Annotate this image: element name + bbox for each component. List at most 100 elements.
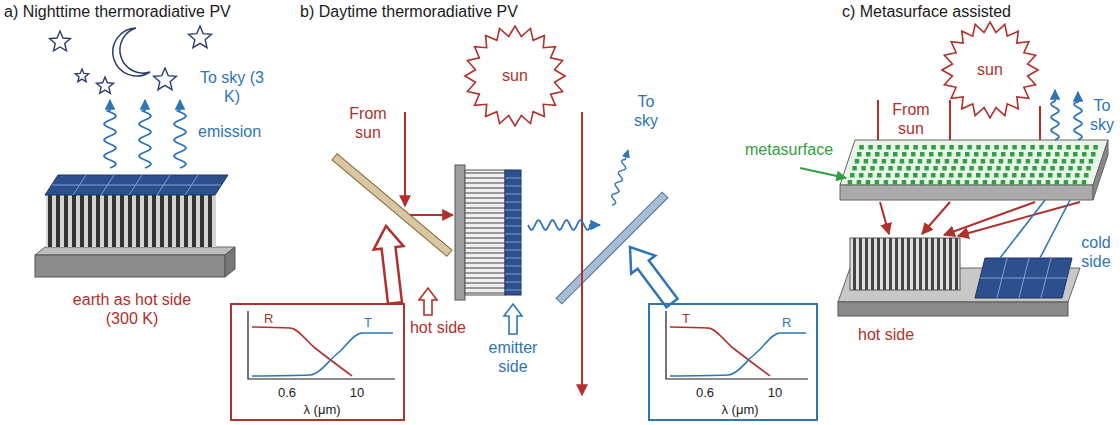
meta-atom (893, 152, 898, 157)
meta-atom (1044, 159, 1049, 164)
meta-atom (1003, 173, 1008, 178)
metasurface-label: metasurface (745, 140, 833, 159)
meta-atom (933, 166, 938, 171)
meta-atom (852, 166, 857, 171)
star (189, 26, 212, 48)
meta-atom (855, 159, 860, 164)
grid-line (157, 175, 170, 195)
meta-atom (1048, 145, 1053, 150)
meta-atom (978, 166, 983, 171)
fin (949, 238, 952, 290)
fin (465, 188, 505, 189)
meta-atom (1023, 166, 1027, 171)
meta-atom (985, 145, 990, 150)
fin (192, 195, 196, 247)
hollow-arrow (419, 288, 437, 315)
meta-atom (906, 166, 911, 171)
grid-line (505, 290, 521, 291)
fin-block (850, 238, 960, 290)
fin (465, 293, 505, 294)
meta-atom (931, 173, 936, 178)
wavy-arrow (139, 100, 151, 168)
meta-atom (949, 173, 954, 178)
fin (465, 183, 505, 184)
fin (465, 203, 505, 204)
emitter-cell (505, 170, 521, 295)
fin (465, 223, 505, 224)
meta-atom (1010, 152, 1015, 157)
grid-line (129, 175, 142, 195)
meta-atom (859, 145, 864, 150)
meta-atom (1014, 166, 1019, 171)
meta-atom (1037, 180, 1042, 185)
rising-curve (670, 333, 806, 376)
meta-atom (864, 159, 869, 164)
meta-atom (904, 173, 909, 178)
fins (465, 173, 505, 293)
meta-atom (911, 152, 916, 157)
meta-atom (922, 173, 927, 178)
grid-line (505, 202, 521, 203)
meta-atom (963, 159, 968, 164)
meta-atom (1057, 145, 1062, 150)
meta-atom (1089, 159, 1094, 164)
meta-atom (1003, 145, 1008, 150)
fin (144, 195, 148, 247)
meta-atom (1037, 152, 1042, 157)
grid-line (505, 226, 521, 227)
meta-atom (958, 173, 963, 178)
meta-atom (902, 152, 907, 157)
meta-atom (974, 152, 979, 157)
meta-atom (886, 145, 891, 150)
meta-atom (909, 159, 914, 164)
grid-line (73, 175, 86, 195)
hot-side-label: hot side (858, 325, 914, 344)
fin (465, 278, 505, 279)
falling-curve (252, 327, 352, 376)
meta-atom (1080, 159, 1085, 164)
fin (465, 248, 505, 249)
meta-atom (1039, 145, 1044, 150)
fin (943, 238, 946, 290)
meta-atom (886, 173, 891, 178)
meta-atom (1035, 159, 1040, 164)
fin (925, 238, 928, 290)
fin (168, 195, 172, 247)
meta-atom (958, 145, 963, 150)
cell-lines (505, 178, 521, 290)
meta-atom (938, 152, 943, 157)
fin (465, 208, 505, 209)
meta-atom (882, 159, 887, 164)
falling-curve (670, 327, 770, 376)
fin (176, 195, 180, 247)
meta-atom (947, 180, 952, 185)
meta-atom (938, 180, 943, 185)
meta-atom (994, 173, 999, 178)
sun-label: sun (975, 60, 1005, 79)
meta-atom (1073, 152, 1078, 157)
meta-atom (857, 152, 862, 157)
meta-atom (879, 166, 884, 171)
meta-atom (983, 180, 988, 185)
meta-atom (877, 145, 882, 150)
star (154, 68, 177, 90)
fin (937, 238, 940, 290)
wavy-arrow (1051, 90, 1059, 140)
meta-atom (967, 145, 972, 150)
fin (152, 195, 156, 247)
grid-line (505, 258, 521, 259)
plot-axes (666, 311, 808, 379)
meta-atom (951, 166, 956, 171)
emission-ray (1040, 200, 1070, 258)
grid-line (505, 266, 521, 267)
meta-atom (1001, 180, 1006, 185)
meta-atom (1071, 159, 1076, 164)
meta-atom (1055, 180, 1060, 185)
plot-axes (248, 311, 395, 379)
meta-atom (929, 152, 934, 157)
meta-atom (931, 145, 936, 150)
axis-label: λ (μm) (721, 402, 758, 417)
grid-line (980, 278, 1067, 279)
sun-ray (1039, 106, 1041, 140)
wavy-arrow (104, 100, 116, 168)
